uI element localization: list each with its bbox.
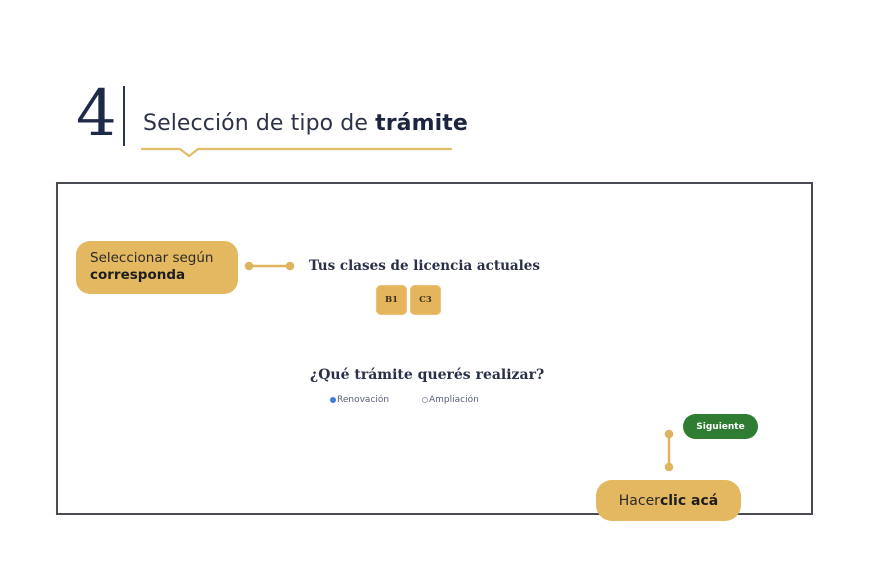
step-title-bold: trámite	[375, 111, 468, 136]
radio-ampliacion[interactable]: Ampliación	[422, 395, 479, 405]
title-underline	[140, 147, 453, 158]
step-title: Selección de tipo de trámite	[143, 110, 468, 138]
radio-checked-icon[interactable]	[330, 397, 336, 403]
radio-renovacion[interactable]: Renovación	[330, 395, 389, 405]
step-title-regular: Selección de tipo de	[143, 111, 376, 136]
radio-unchecked-icon[interactable]	[422, 397, 428, 403]
license-badge-b1[interactable]: B1	[376, 285, 407, 315]
license-badge-c3[interactable]: C3	[410, 285, 441, 315]
click-callout: Hacer clic acá	[596, 480, 741, 521]
click-callout-regular: Hacer	[618, 492, 660, 509]
click-connector	[664, 429, 674, 472]
radio-ampliacion-label: Ampliación	[429, 395, 479, 405]
select-connector	[244, 261, 295, 271]
select-callout-line2: corresponda	[90, 267, 186, 283]
select-callout: Seleccionar según corresponda	[76, 241, 238, 294]
screenshot-frame	[56, 182, 813, 515]
step-number: 4	[76, 77, 117, 151]
licenses-heading: Tus clases de licencia actuales	[309, 258, 540, 274]
next-button[interactable]: Siguiente	[683, 414, 758, 439]
step-divider	[123, 86, 125, 146]
tramite-heading: ¿Qué trámite querés realizar?	[310, 367, 545, 383]
radio-renovacion-label: Renovación	[337, 395, 390, 405]
select-callout-line1: Seleccionar según	[90, 250, 214, 266]
click-callout-bold: clic acá	[659, 492, 719, 509]
